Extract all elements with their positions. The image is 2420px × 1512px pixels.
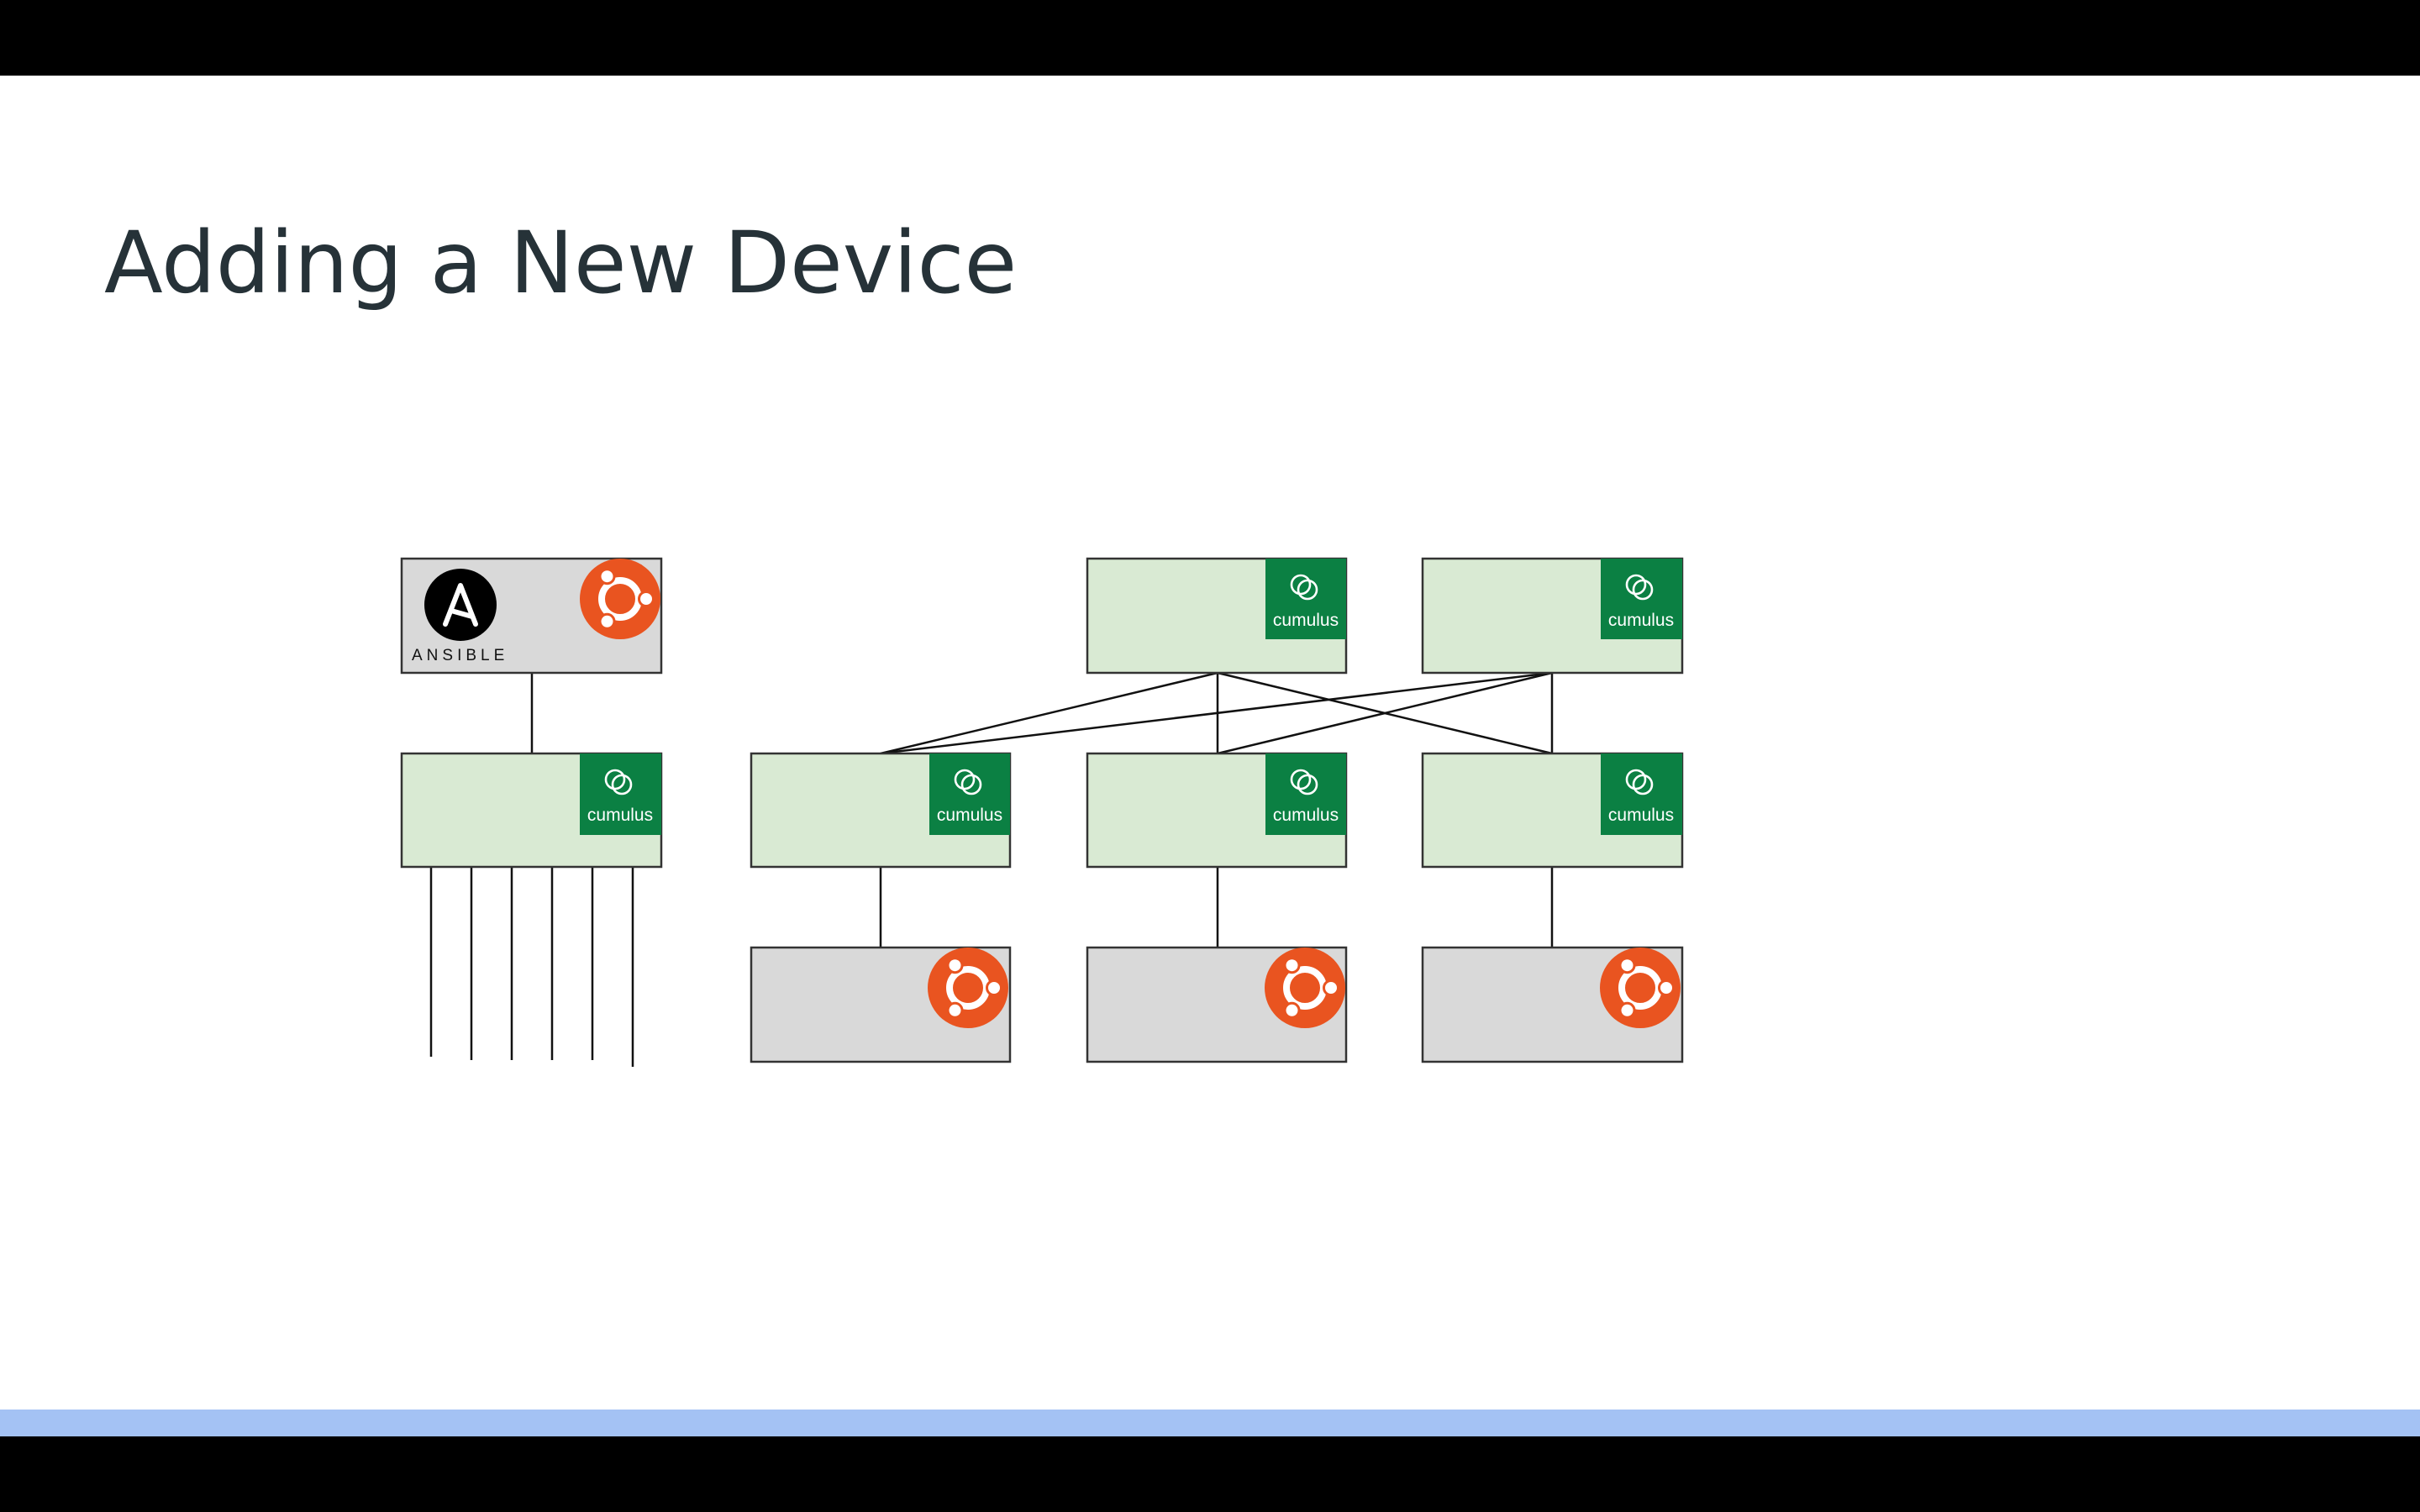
cumulus-logo-icon: cumulus [1265, 559, 1346, 639]
cumulus-logo-icon: cumulus [1601, 559, 1682, 639]
cumulus-wordmark: cumulus [1608, 611, 1674, 630]
cumulus-logo-icon: cumulus [1265, 753, 1346, 835]
ubuntu-logo-icon [580, 559, 660, 639]
leaf-switch-3: cumulus [1421, 752, 1684, 869]
ubuntu-server-2 [1086, 946, 1348, 1063]
footer-accent-bar [0, 1410, 2420, 1436]
slide-title: Adding a New Device [104, 213, 1018, 313]
ubuntu-server-1 [750, 946, 1012, 1063]
link-spine2-leaf1 [880, 671, 1553, 755]
leaf-switch-1: cumulus [750, 752, 1012, 869]
cumulus-wordmark: cumulus [937, 806, 1002, 825]
link-spine1-leaf1 [880, 671, 1218, 755]
cumulus-wordmark: cumulus [587, 806, 653, 825]
link-spine2-leaf2 [1217, 671, 1553, 755]
cumulus-logo-icon: cumulus [1601, 753, 1682, 835]
spine-switch-1: cumulus [1086, 557, 1348, 675]
spine-switch-2: cumulus [1421, 557, 1684, 675]
ubuntu-logo-icon [1600, 948, 1681, 1028]
ubuntu-logo-icon [1265, 948, 1345, 1028]
cumulus-logo-icon: cumulus [580, 753, 661, 835]
cumulus-wordmark: cumulus [1273, 806, 1339, 825]
management-switch: cumulus [400, 752, 663, 869]
ubuntu-server-3 [1421, 946, 1684, 1063]
top-letterbox-bar [0, 0, 2420, 76]
ubuntu-logo-icon [928, 948, 1008, 1028]
bottom-letterbox-bar [0, 1436, 2420, 1512]
cumulus-wordmark: cumulus [1608, 806, 1674, 825]
cumulus-logo-icon: cumulus [929, 753, 1010, 835]
cumulus-wordmark: cumulus [1273, 611, 1339, 630]
ansible-ubuntu-host: ANSIBLE [400, 557, 663, 675]
ansible-wordmark: ANSIBLE [412, 647, 508, 664]
connection-lines [429, 671, 1554, 1067]
leaf-switch-2: cumulus [1086, 752, 1348, 869]
ansible-logo-icon: ANSIBLE [412, 569, 508, 664]
